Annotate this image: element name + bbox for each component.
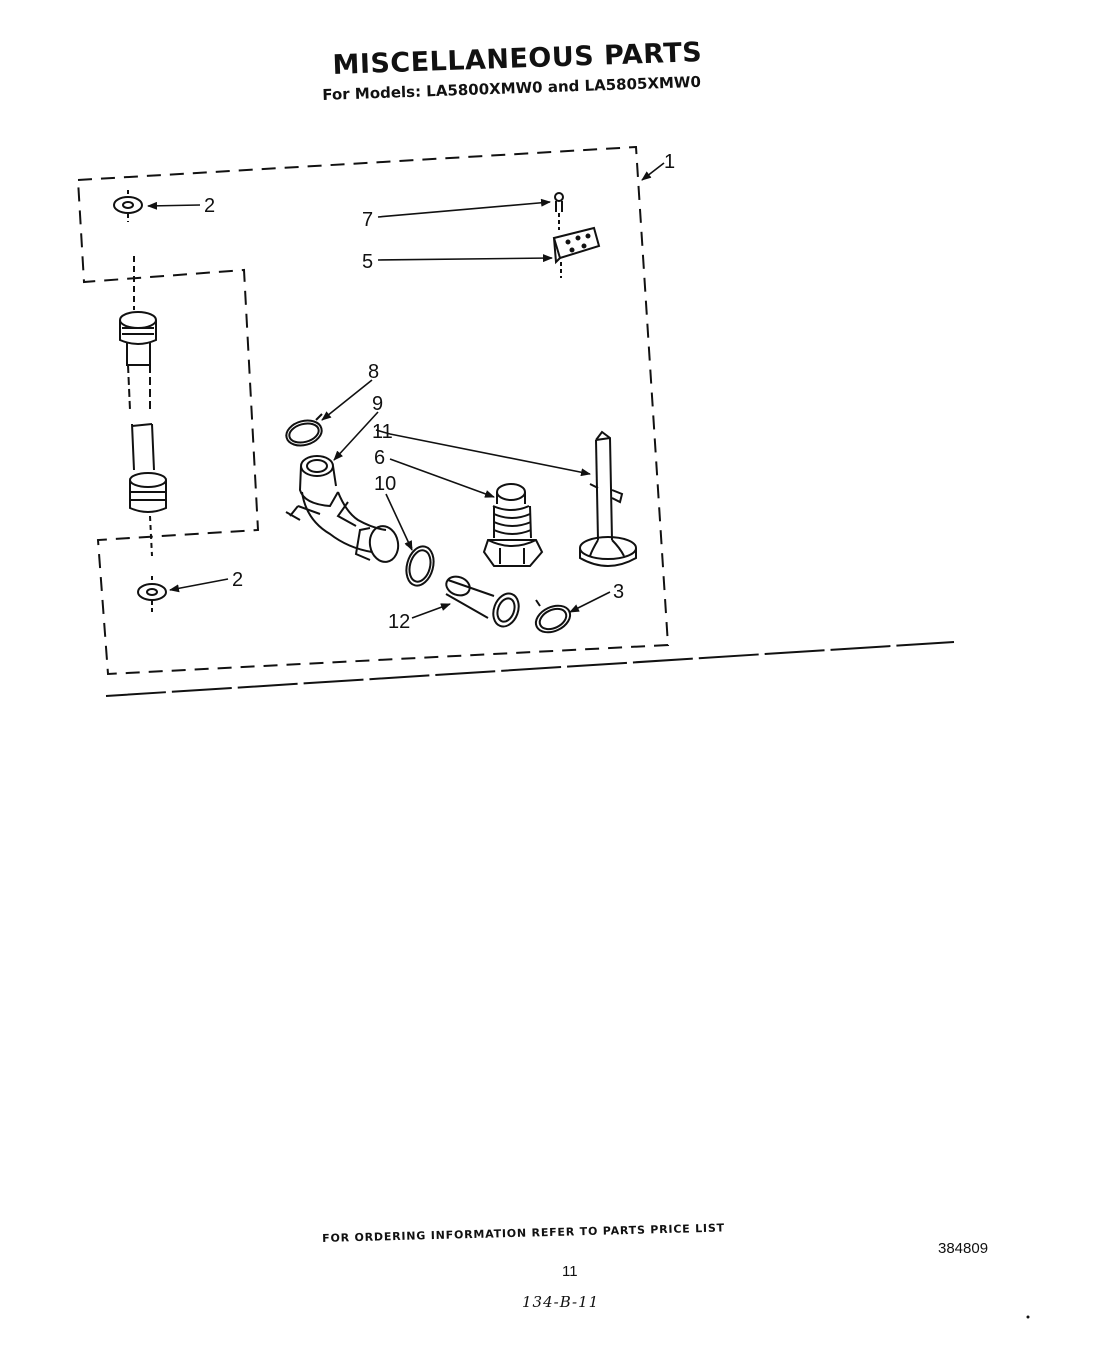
callout-11: 11 (372, 421, 393, 443)
callout-5: 5 (362, 251, 373, 273)
clamp-ring-icon (534, 599, 572, 634)
coupling-icon (445, 575, 520, 628)
pin-icon (554, 192, 564, 230)
washer-icon (113, 190, 143, 222)
elbow-hose-icon (285, 455, 400, 563)
leader-2b (169, 578, 229, 593)
washer-icon (137, 576, 167, 614)
handwritten-code: 134-B-11 (522, 1293, 600, 1311)
leader-11-branch (375, 429, 391, 435)
leader-8 (321, 379, 373, 421)
leader-11 (389, 433, 591, 477)
callout-1: 1 (664, 151, 675, 173)
leader-1 (641, 162, 665, 181)
leader-10 (385, 493, 413, 551)
inlet-hose-icon (119, 256, 167, 557)
leader-7 (377, 198, 551, 218)
stray-dot (1026, 1315, 1030, 1319)
leader-5 (377, 254, 553, 263)
leader-3 (569, 591, 611, 613)
callout-2b: 2 (232, 569, 243, 591)
callout-10: 10 (374, 473, 396, 495)
callout-2a: 2 (204, 195, 215, 217)
callout-9: 9 (372, 393, 383, 415)
threaded-fitting-icon (482, 483, 544, 567)
leader-6 (389, 458, 495, 498)
clamp-ring-icon (285, 413, 323, 447)
leader-9 (333, 411, 379, 461)
callout-7: 7 (362, 209, 373, 231)
document-number: 384809 (938, 1240, 989, 1257)
page-number: 11 (562, 1263, 578, 1280)
post-icon (579, 430, 637, 567)
callout-12: 12 (388, 611, 410, 633)
base-line (105, 641, 955, 697)
bracket-icon (552, 226, 601, 278)
callout-6: 6 (374, 447, 385, 469)
leader-2a (147, 201, 201, 210)
kit-boundary (76, 145, 670, 676)
callout-3: 3 (613, 581, 624, 603)
clamp-ring-icon (405, 543, 435, 587)
leader-12 (411, 603, 451, 619)
callout-8: 8 (368, 361, 379, 383)
